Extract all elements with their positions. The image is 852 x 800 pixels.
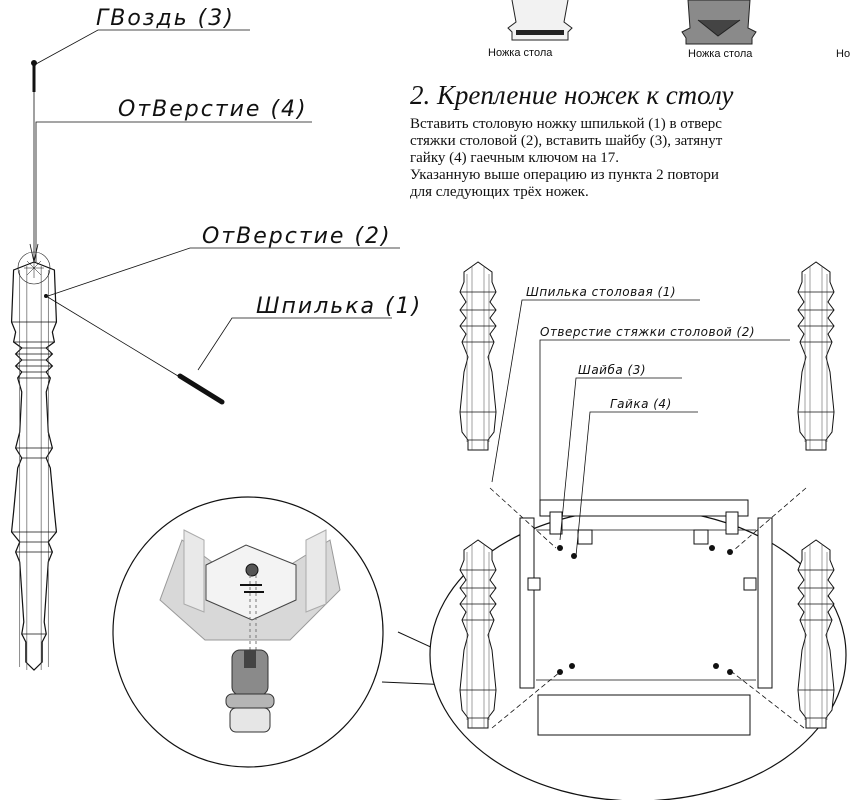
label-nut: Гайка (4)	[610, 397, 672, 411]
section-title: 2. Крепление ножек к столу	[410, 80, 734, 110]
assembly-leaders	[491, 299, 790, 557]
label-table-hole: Отверстие стяжки столовой (2)	[540, 325, 756, 339]
label-washer: Шайба (3)	[578, 363, 647, 377]
instruction-line-4: Указанную выше операцию из пункта 2 повт…	[410, 167, 719, 183]
leader-stud	[197, 317, 392, 371]
large-table-leg	[10, 251, 58, 671]
stud-part	[44, 294, 225, 405]
instruction-line-3: гайку (4) гаечным ключом на 17.	[410, 150, 619, 166]
label-nail: ГВоздь (3)	[96, 6, 235, 31]
leader-hole2	[47, 247, 400, 297]
table-frame	[519, 499, 773, 736]
caption-leg-2: Ножка стола	[688, 48, 753, 60]
label-hole-2: ОтВерстие (2)	[202, 224, 392, 249]
caption-leg-1: Ножка стола	[488, 47, 553, 59]
detail-zoom-circle	[112, 496, 521, 768]
leader-nail	[35, 29, 250, 65]
instruction-line-1: Вставить столовую ножку шпилькой (1) в о…	[410, 116, 722, 132]
assembly-dashed-lines	[489, 487, 807, 729]
label-stud-1: Шпилька (1)	[256, 294, 423, 319]
label-table-stud: Шпилька столовая (1)	[526, 285, 677, 299]
thumbnail-leg-2	[681, 0, 757, 45]
nail-part	[29, 60, 39, 263]
thumbnail-leg-1	[507, 0, 573, 41]
instruction-line-2: стяжки столовой (2), вставить шайбу (3),…	[410, 133, 723, 149]
instruction-line-5: для следующих трёх ножек.	[410, 184, 589, 200]
label-hole-4: ОтВерстие (4)	[118, 97, 308, 122]
caption-leg-3: Но	[836, 48, 851, 60]
leader-hole4	[35, 121, 312, 262]
